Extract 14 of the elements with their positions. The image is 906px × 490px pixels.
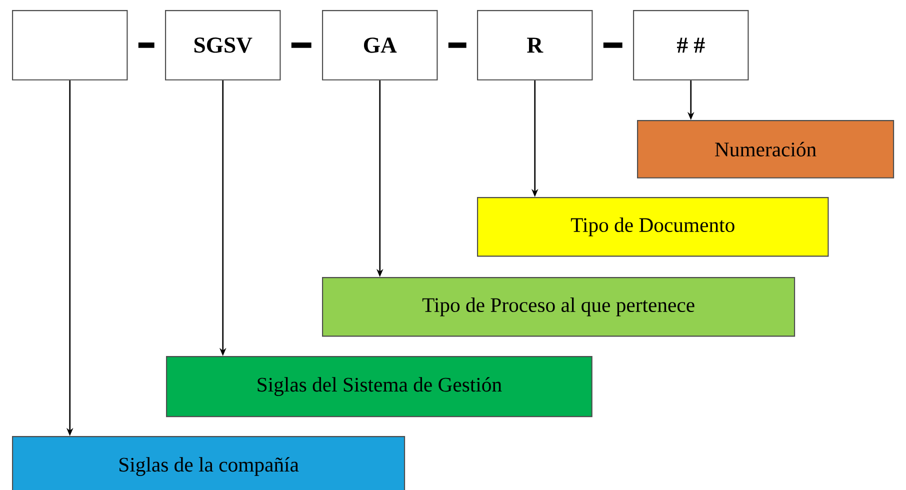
code-box: GA <box>322 10 438 80</box>
description-box: Siglas de la compañía <box>12 436 406 490</box>
hyphen-dash <box>138 42 154 48</box>
description-box: Tipo de Documento <box>477 197 829 257</box>
code-box: R <box>477 10 593 80</box>
hyphen-dash <box>448 42 466 48</box>
hyphen-dash <box>603 42 622 48</box>
code-box: # # <box>633 10 749 80</box>
description-box: Numeración <box>637 120 894 178</box>
code-box: SGSV <box>165 10 281 80</box>
description-box: Siglas del Sistema de Gestión <box>166 356 592 418</box>
description-box: Tipo de Proceso al que pertenece <box>322 277 796 337</box>
code-box <box>12 10 128 80</box>
hyphen-dash <box>291 42 312 48</box>
